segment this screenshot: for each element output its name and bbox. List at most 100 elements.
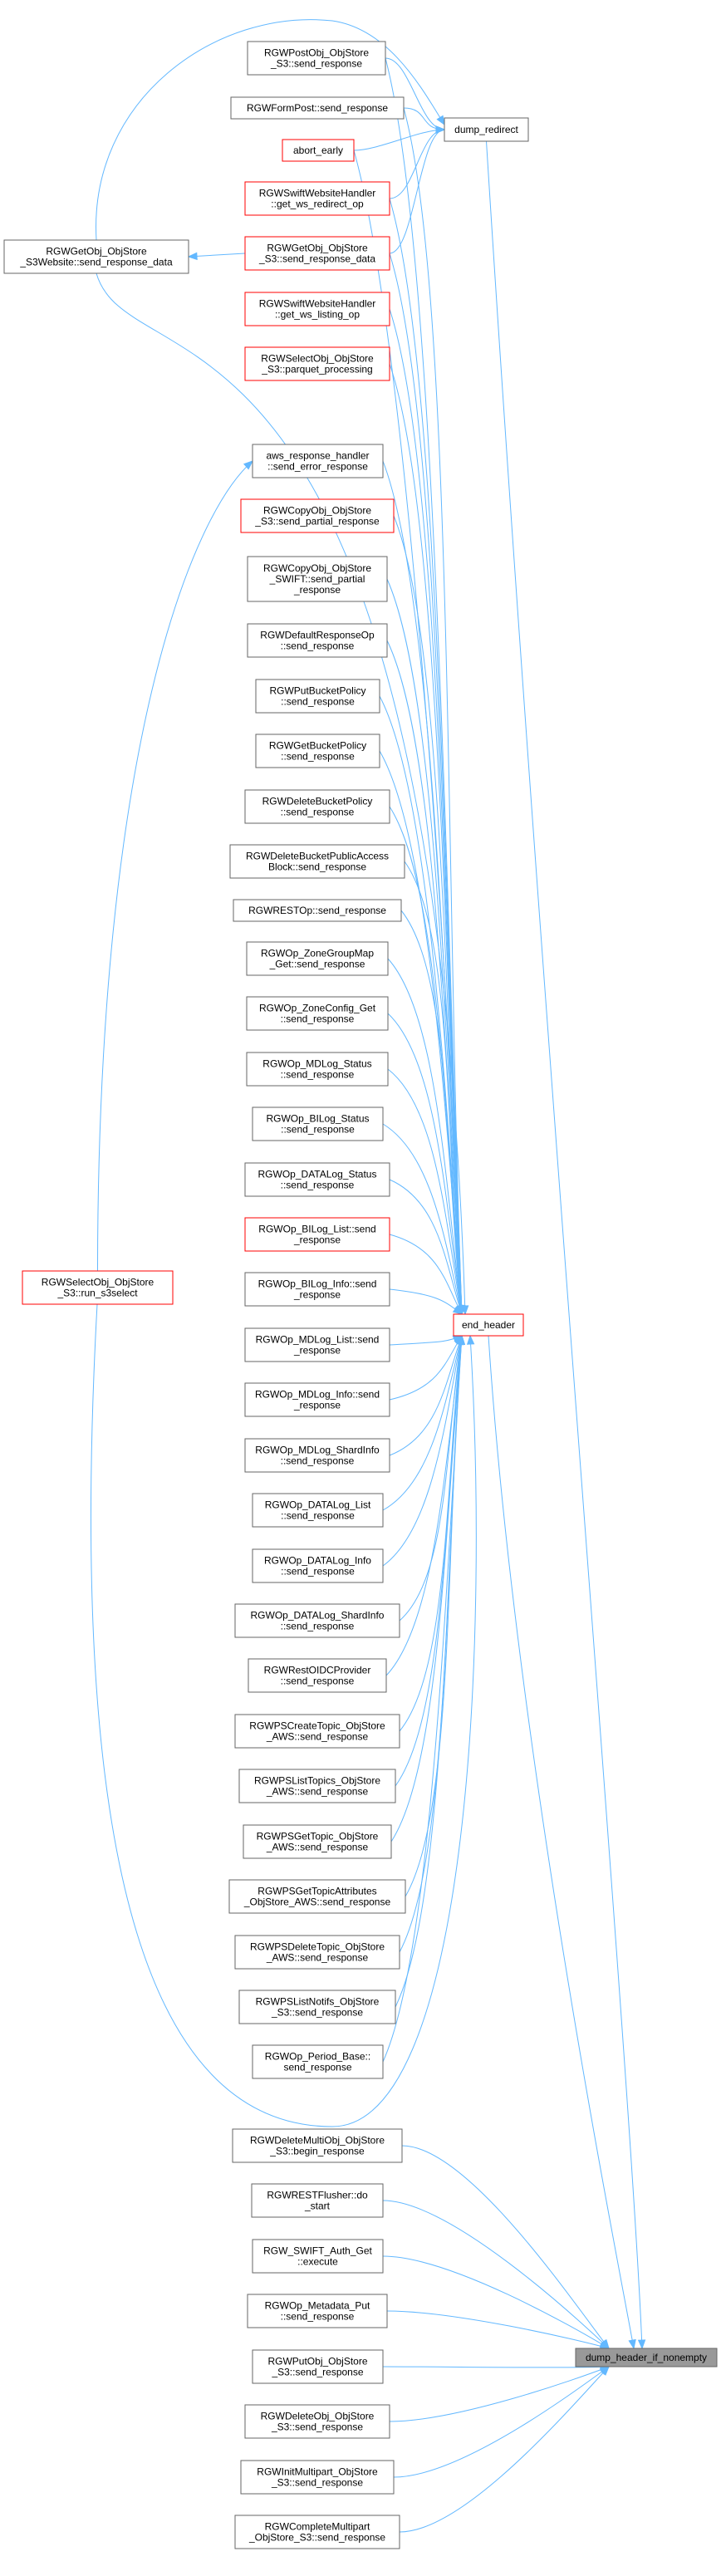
node-label-line: _response — [293, 1234, 341, 1246]
node-datalog-shard[interactable]: RGWOp_DATALog_ShardInfo::send_response — [234, 1603, 400, 1638]
node-get-s3[interactable]: RGWGetObj_ObjStore_S3::send_response_dat… — [244, 236, 390, 271]
node-label-line: RGWOp_MDLog_Info::send — [255, 1389, 380, 1401]
node-box — [234, 1935, 400, 1970]
node-copy-s3[interactable]: RGWCopyObj_ObjStore_S3::send_partial_res… — [240, 498, 395, 533]
node-label-line: ::send_response — [281, 1676, 355, 1687]
node-del-s3[interactable]: RGWDeleteObj_ObjStore_S3::send_response — [244, 2404, 390, 2439]
node-formpost[interactable]: RGWFormPost::send_response — [230, 96, 405, 120]
node-label-line: _ObjStore_AWS::send_response — [243, 1896, 391, 1908]
node-multidel[interactable]: RGWDeleteMultiObj_ObjStore_S3::begin_res… — [232, 2128, 403, 2163]
node-select-run[interactable]: RGWSelectObj_ObjStore_S3::run_s3select — [22, 1270, 174, 1305]
node-bilog-list[interactable]: RGWOp_BILog_List::send_response — [244, 1217, 390, 1252]
node-ps-getattr[interactable]: RGWPSGetTopicAttributes_ObjStore_AWS::se… — [228, 1879, 406, 1914]
node-copy-swift[interactable]: RGWCopyObj_ObjStore_SWIFT::send_partial_… — [247, 556, 388, 602]
node-label-line: RGWDeleteMultiObj_ObjStore — [250, 2135, 385, 2147]
node-label-line: _S3::begin_response — [269, 2146, 365, 2157]
node-dump-redirect[interactable]: dump_redirect — [444, 117, 529, 142]
node-datalog-status[interactable]: RGWOp_DATALog_Status::send_response — [244, 1162, 390, 1197]
node-box — [247, 41, 386, 76]
node-box — [246, 996, 389, 1031]
edge-swift_auth-to-dump-header — [382, 2255, 610, 2349]
node-box — [244, 181, 390, 216]
node-box — [244, 1272, 390, 1307]
node-ps-notifs[interactable]: RGWPSListNotifs_ObjStore_S3::send_respon… — [238, 1990, 396, 2024]
node-dump-header-if-nonempty[interactable]: dump_header_if_nonempty — [575, 2348, 718, 2367]
node-del-policy[interactable]: RGWDeleteBucketPolicy::send_response — [244, 789, 390, 824]
node-restop[interactable]: RGWRESTOp::send_response — [233, 899, 402, 922]
node-post-s3[interactable]: RGWPostObj_ObjStore_S3::send_response — [247, 41, 386, 76]
edge-get-s3web-to-dump-redirect-arrowhead — [436, 115, 445, 126]
node-box — [248, 1658, 387, 1693]
edge-datalog_info-to-end-header — [382, 1335, 463, 1567]
node-datalog-info[interactable]: RGWOp_DATALog_Info::send_response — [252, 1548, 384, 1583]
node-box — [575, 2348, 718, 2367]
node-box — [244, 346, 390, 381]
edge-copy_swift-to-end-header — [386, 578, 463, 1315]
node-box — [228, 1879, 406, 1914]
node-del-pab[interactable]: RGWDeleteBucketPublicAccessBlock::send_r… — [229, 844, 405, 879]
node-box — [240, 2460, 395, 2495]
node-box — [244, 2404, 390, 2439]
edge-get_s3-to-dump-redirect — [389, 129, 445, 254]
node-swift-redirect[interactable]: RGWSwiftWebsiteHandler::get_ws_redirect_… — [244, 181, 390, 216]
node-mdlog-status[interactable]: RGWOp_MDLog_Status::send_response — [246, 1052, 389, 1087]
node-ps-delete[interactable]: RGWPSDeleteTopic_ObjStore_AWS::send_resp… — [234, 1935, 400, 1970]
node-get-s3web[interactable]: RGWGetObj_ObjStore_S3Website::send_respo… — [3, 239, 189, 274]
node-period[interactable]: RGWOp_Period_Base::send_response — [252, 2044, 384, 2079]
edge-copy_s3-to-end-header — [393, 515, 463, 1315]
node-label-line: ::send_response — [281, 696, 355, 708]
node-label-line: RGWOp_DATALog_Info — [264, 1555, 371, 1567]
node-ps-create[interactable]: RGWPSCreateTopic_ObjStore_AWS::send_resp… — [234, 1714, 400, 1749]
node-label-line: _AWS::send_response — [266, 1952, 369, 1964]
node-oidc[interactable]: RGWRestOIDCProvider::send_response — [248, 1658, 387, 1693]
node-ps-list[interactable]: RGWPSListTopics_ObjStore_AWS::send_respo… — [238, 1769, 396, 1803]
node-label-line: RGWOp_Period_Base:: — [265, 2051, 370, 2063]
node-label-line: RGWOp_ZoneGroupMap — [261, 948, 374, 959]
node-label-line: RGWInitMultipart_ObjStore — [257, 2466, 378, 2478]
node-metadata-put[interactable]: RGWOp_Metadata_Put::send_response — [247, 2294, 388, 2328]
node-zonegroup[interactable]: RGWOp_ZoneGroupMap_Get::send_response — [246, 941, 389, 976]
node-mdlog-list[interactable]: RGWOp_MDLog_List::send_response — [244, 1327, 390, 1362]
node-flusher[interactable]: RGWRESTFlusher::do_start — [251, 2183, 384, 2218]
node-default-op[interactable]: RGWDefaultResponseOp::send_response — [247, 623, 388, 658]
node-abort-early[interactable]: abort_early — [282, 139, 355, 162]
node-box — [244, 1162, 390, 1197]
node-mdlog-info[interactable]: RGWOp_MDLog_Info::send_response — [244, 1382, 390, 1417]
node-zoneconfig[interactable]: RGWOp_ZoneConfig_Get::send_response — [246, 996, 389, 1031]
node-box — [229, 844, 405, 879]
node-label-line: _Get::send_response — [269, 959, 365, 970]
edge-flusher-to-dump-header — [382, 2200, 610, 2349]
node-mdlog-shard[interactable]: RGWOp_MDLog_ShardInfo::send_response — [244, 1438, 390, 1473]
node-select-parquet[interactable]: RGWSelectObj_ObjStore_S3::parquet_proces… — [244, 346, 390, 381]
node-get-policy[interactable]: RGWGetBucketPolicy::send_response — [255, 734, 380, 768]
node-swift-auth[interactable]: RGW_SWIFT_Auth_Get::execute — [252, 2239, 384, 2274]
edge-zoneconfig-to-end-header — [387, 1013, 463, 1315]
node-label-line: _S3::send_response — [271, 2477, 363, 2489]
node-label-line: ::execute — [297, 2256, 338, 2268]
node-put-policy[interactable]: RGWPutBucketPolicy::send_response — [255, 679, 380, 714]
node-label-line: send_response — [283, 2062, 351, 2073]
node-label-line: _S3::send_response — [271, 2007, 363, 2019]
edge-mdlog_info-to-end-header — [389, 1335, 463, 1401]
node-label-line: dump_redirect — [454, 124, 518, 135]
node-box — [234, 1714, 400, 1749]
edge-mdlog_status-to-end-header — [387, 1068, 463, 1315]
node-end-header[interactable]: end_header — [453, 1313, 524, 1337]
node-label-line: _S3::send_response_data — [258, 253, 375, 265]
node-label-line: _SWIFT::send_partial — [269, 573, 365, 585]
edge-dump-redirect-to-dump-header-arrowhead — [637, 2339, 646, 2350]
node-aws-handler[interactable]: aws_response_handler::send_error_respons… — [252, 444, 384, 478]
node-swift-listing[interactable]: RGWSwiftWebsiteHandler::get_ws_listing_o… — [244, 292, 390, 326]
node-label-line: ::send_response — [281, 1069, 355, 1081]
node-ps-get[interactable]: RGWPSGetTopic_ObjStore_AWS::send_respons… — [243, 1824, 392, 1859]
node-put-s3[interactable]: RGWPutObj_ObjStore_S3::send_response — [252, 2349, 384, 2384]
node-label-line: RGWGetObj_ObjStore — [267, 243, 368, 254]
node-bilog-status[interactable]: RGWOp_BILog_Status::send_response — [252, 1106, 384, 1141]
node-init-mp[interactable]: RGWInitMultipart_ObjStore_S3::send_respo… — [240, 2460, 395, 2495]
node-label-line: RGWCopyObj_ObjStore — [263, 505, 371, 517]
node-datalog-list[interactable]: RGWOp_DATALog_List::send_response — [252, 1493, 384, 1528]
node-complete-mp[interactable]: RGWCompleteMultipart_ObjStore_S3::send_r… — [234, 2515, 400, 2549]
edge-bilog_info-to-end-header-arrowhead — [452, 1305, 464, 1315]
node-bilog-info[interactable]: RGWOp_BILog_Info::send_response — [244, 1272, 390, 1307]
